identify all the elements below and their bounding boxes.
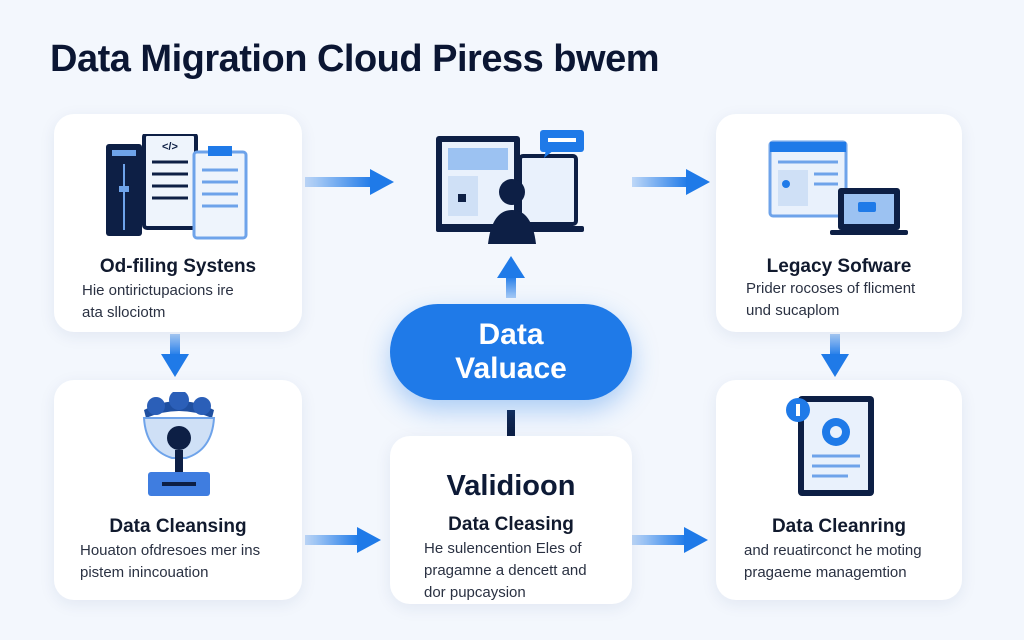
card-title: Od-filing Systens xyxy=(99,256,257,277)
card-data-cleanring: Data Cleanring and reuatirconct he motin… xyxy=(716,380,962,600)
center-node-data-valuace: Data Valuace xyxy=(390,304,632,400)
svg-text:</>: </> xyxy=(162,141,178,153)
arrow-up-center xyxy=(497,256,525,298)
card-title: Data Cleanring xyxy=(771,516,907,537)
card-validation: Validioon Data Cleasing He sulencention … xyxy=(390,436,632,604)
card-data-cleansing: Data Cleansing Houaton ofdresoes mer ins… xyxy=(54,380,302,600)
center-node-line2: Valuace xyxy=(455,352,567,385)
page-title: Data Migration Cloud Piress bwem xyxy=(50,38,660,80)
laptop-user-icon xyxy=(436,130,584,244)
card-description: Hie ontirictupacions ire ata sllociotm xyxy=(82,282,234,321)
arrow-right-top-left xyxy=(305,169,394,195)
card-description: Houaton ofdresoes mer ins pistem inincou… xyxy=(80,542,261,581)
server-documents-icon: </> xyxy=(106,134,248,240)
arrow-down-left xyxy=(161,334,189,377)
card-legacy-software: Legacy Sofware Prider rocoses of flicmen… xyxy=(716,114,962,332)
card-description: Prider rocoses of flicment und sucaplom xyxy=(746,280,916,319)
card-title: Legacy Sofware xyxy=(766,256,912,277)
filter-funnel-icon xyxy=(142,392,216,496)
card-old-filing-systems: </> Od-filing Systens Hie ontirictupacio… xyxy=(54,114,302,332)
arrow-right-bottom-right xyxy=(632,527,708,553)
card-description: He sulencention Eles of pragamne a dence… xyxy=(424,540,587,601)
card-description: and reuatirconct he moting pragaeme mana… xyxy=(744,542,922,581)
document-tablet-icon xyxy=(786,396,874,496)
center-node-line1: Data xyxy=(478,318,544,351)
card-title: Data Cleasing xyxy=(448,514,574,535)
arrow-down-right xyxy=(821,334,849,377)
browser-laptop-icon xyxy=(768,140,908,235)
arrow-right-bottom-left xyxy=(305,527,381,553)
validation-heading: Validioon xyxy=(446,470,576,502)
card-title: Data Cleansing xyxy=(109,516,247,537)
arrow-right-top-right xyxy=(632,169,710,195)
